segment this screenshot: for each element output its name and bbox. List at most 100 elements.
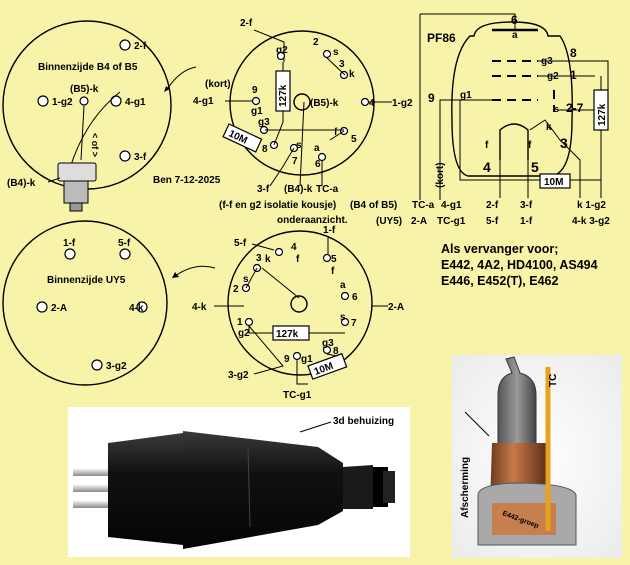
socket-stub-tip: [69, 202, 83, 212]
pointer: [47, 177, 61, 183]
label: 3: [339, 59, 345, 70]
housing-body: [183, 431, 343, 549]
socket-b4-b5-inside-view: Binnenzijde B4 of B5 2-f 1-g2 (B5)-k 4-g…: [2, 20, 221, 212]
label: 6: [511, 13, 518, 27]
pin-5: [119, 248, 131, 260]
label: (B5)-k: [310, 98, 339, 109]
label: a: [512, 30, 518, 41]
cathode: [529, 119, 561, 141]
pin: [322, 253, 332, 263]
label: 2: [233, 284, 239, 295]
glass-bulb: [497, 356, 537, 446]
label: 2-f: [486, 200, 499, 211]
label: 4: [291, 242, 297, 253]
label: 5: [331, 254, 337, 265]
label: f: [331, 266, 335, 277]
schematic-pf86: 6 a PF86 8 g3 1 g2 9 g1 s 2-7 127k f f k…: [350, 13, 610, 227]
circle-title: Binnenzijde UY5: [47, 275, 126, 286]
label: 8: [570, 46, 577, 60]
label: TC-a: [316, 184, 339, 195]
center-pin: [293, 93, 311, 111]
label: 3-f: [520, 200, 533, 211]
label: (B4 of B5): [350, 200, 397, 211]
label: (B4)-k: [284, 184, 313, 195]
wire: [273, 121, 284, 146]
label: g1: [251, 106, 263, 117]
label: 4: [483, 159, 491, 175]
label: k: [546, 122, 552, 133]
label: s: [340, 312, 346, 323]
label: f: [334, 127, 338, 138]
pin-label: 5-f: [118, 238, 131, 249]
label: 5: [531, 159, 539, 175]
label: g2: [276, 45, 288, 56]
label: (kort): [435, 162, 446, 188]
label: g1: [460, 90, 472, 101]
label: s: [333, 47, 339, 58]
tube-illustration: E442-groep TC: [452, 355, 622, 558]
pin-center: [79, 96, 89, 106]
wire: [251, 243, 275, 251]
photo-tube-shield: E442-groep TC: [452, 355, 622, 558]
pin-3: [91, 359, 103, 371]
tube-base: [108, 433, 183, 545]
wire: [245, 267, 258, 289]
label: k 1-g2: [577, 200, 606, 211]
label: 4: [369, 98, 375, 109]
label: TC-g1: [283, 390, 312, 401]
socket-uy5-inside-view: 1-f 5-f Binnenzijde UY5 2-A 4-k 3-g2: [2, 220, 216, 386]
arrow-head: [172, 272, 179, 278]
wire-g3: [538, 60, 609, 90]
pin: [276, 51, 286, 61]
label: 2-A: [411, 216, 427, 227]
arrow-head: [164, 86, 170, 92]
pin: [340, 317, 350, 327]
label: 5-f: [234, 238, 247, 249]
label: 4-g1: [193, 96, 214, 107]
pin-label: 1-g2: [52, 97, 73, 108]
label: g2: [238, 328, 250, 339]
resistor-label: 127k: [276, 329, 299, 340]
label: f: [296, 254, 300, 265]
label: 8: [333, 346, 339, 357]
label: 6: [315, 159, 321, 170]
label: (kort): [205, 79, 231, 90]
wire: [265, 129, 345, 141]
pin-label: 1-f: [63, 238, 76, 249]
socket-circle: [229, 30, 375, 176]
socket-stub-body: [63, 180, 89, 204]
author-date: Ben 7-12-2025: [153, 175, 221, 186]
pin-label: 4-g1: [125, 97, 146, 108]
photo-3d-housing: [68, 407, 410, 557]
pin: [322, 345, 332, 355]
wire-f: [499, 160, 529, 198]
resistor-label: 10M: [544, 177, 563, 188]
center-pin: [290, 295, 308, 313]
schematic-title: PF86: [427, 31, 456, 45]
label: 4-k 3-g2: [572, 216, 610, 227]
wire: [69, 91, 121, 169]
label: 9: [284, 354, 290, 365]
pin-2: [119, 39, 131, 51]
resistor-10m: 10M: [222, 123, 263, 153]
resistor-10m: [539, 173, 571, 189]
label: g1: [301, 354, 313, 365]
label: 5: [351, 134, 357, 145]
label: 2-7: [566, 101, 584, 115]
tube-pin: [73, 469, 111, 476]
label: g3: [258, 117, 270, 128]
label: a: [314, 143, 320, 154]
pin-3: [119, 150, 131, 162]
resistor-10m: 10M: [307, 352, 348, 380]
filament: [499, 123, 529, 160]
pin: [339, 70, 349, 80]
pin: [360, 97, 370, 107]
label: TC-g1: [437, 216, 466, 227]
label: 3-g2: [228, 370, 249, 381]
wire-k: [559, 139, 581, 198]
label: 3: [256, 253, 262, 264]
b4k-label: (B4)-k: [7, 178, 36, 189]
pin: [244, 317, 254, 327]
socket-circle: [2, 220, 168, 386]
